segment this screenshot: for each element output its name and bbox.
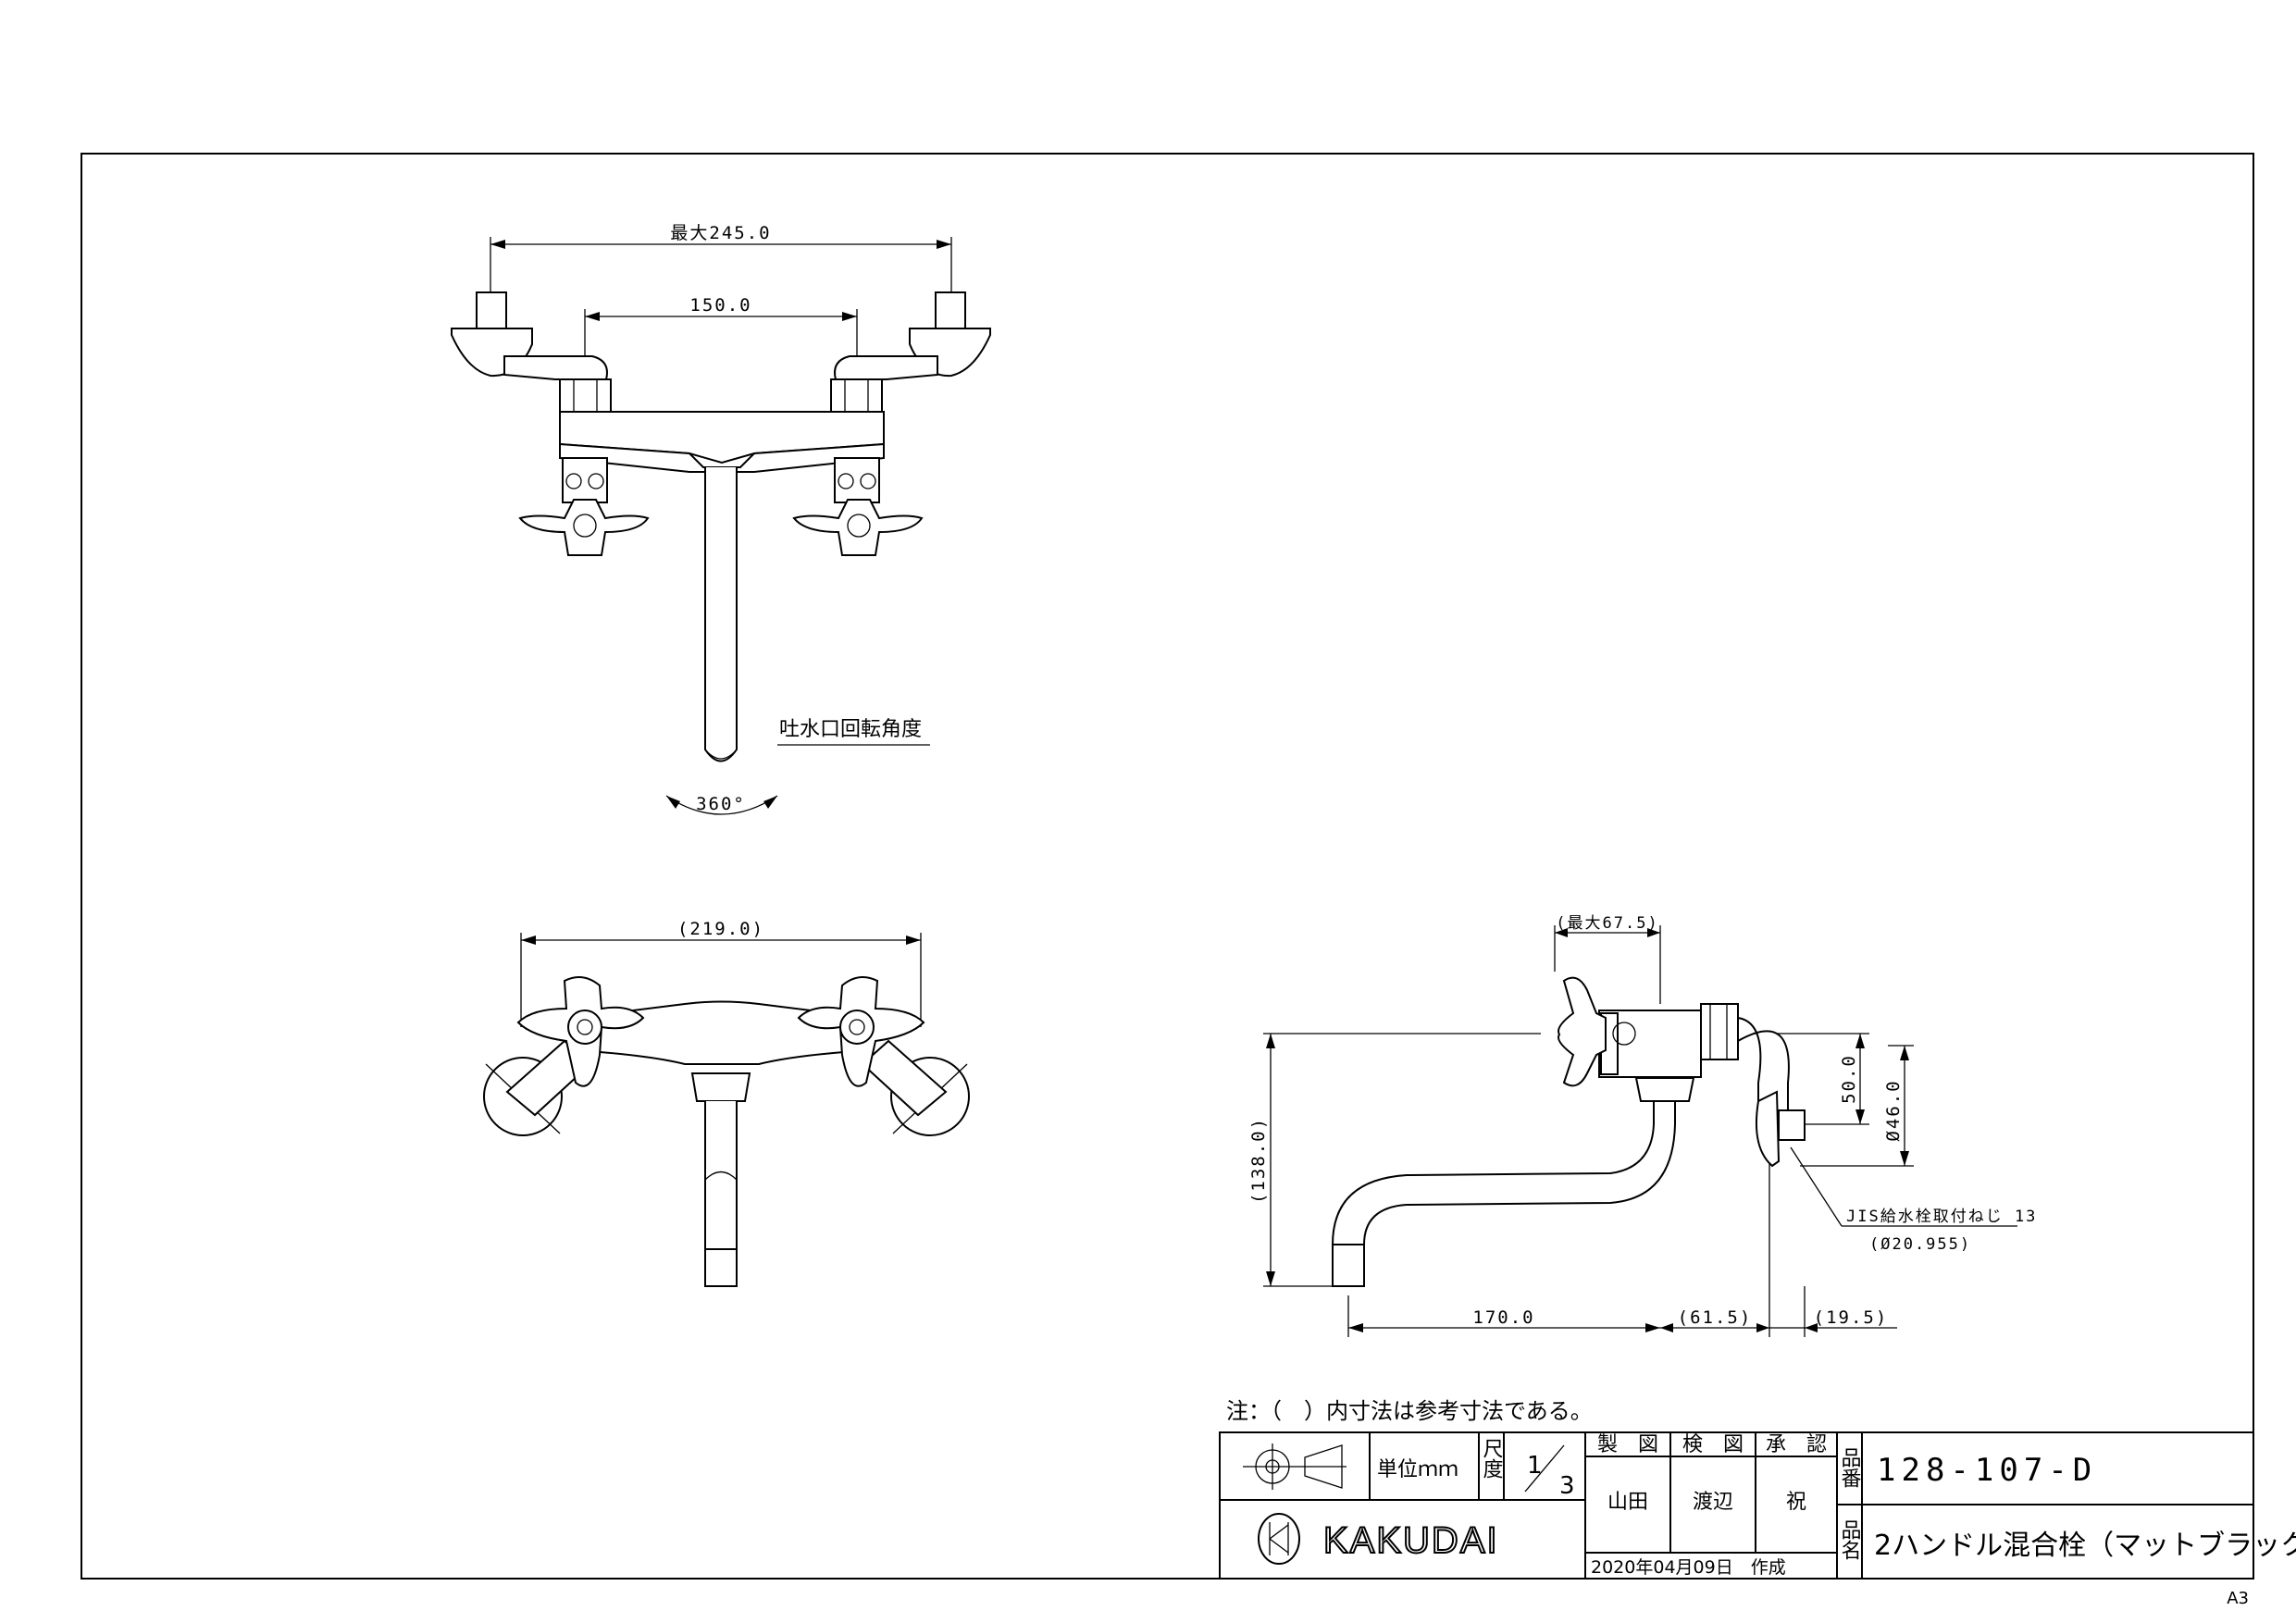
scale-denominator: 3 (1559, 1472, 1575, 1500)
thread-spec: JIS給水栓取付ねじ 13 (1846, 1208, 2037, 1226)
dim-max-width: 最大245.0 (670, 223, 771, 243)
front-view: (219.0) (483, 919, 970, 1287)
header-check: 検 図 (1682, 1433, 1744, 1456)
kakudai-logo: KAKUDAI (1258, 1513, 1499, 1565)
dim-wall: (19.5) (1814, 1307, 1889, 1328)
top-view: 最大245.0 150.0 (451, 223, 991, 815)
product-label: 品名 (1838, 1519, 1861, 1560)
unit-label: 単位ｍｍ (1377, 1458, 1458, 1481)
name-check: 渡辺 (1693, 1491, 1733, 1514)
side-view: (最大67.5) (138.0) 170.0 (61.5) (19.5) 50.… (1248, 914, 2037, 1337)
name-draft: 山田 (1607, 1491, 1648, 1514)
part-number: 128-107-D (1877, 1452, 2097, 1489)
brand-name: KAKUDAI (1323, 1520, 1499, 1561)
dim-offset: (61.5) (1678, 1307, 1753, 1328)
dim-plate-dia: Ø46.0 (1883, 1079, 1904, 1141)
part-no-label: 品番 (1838, 1447, 1862, 1488)
date-created: 2020年04月09日 作成 (1591, 1557, 1786, 1578)
rotation-angle: 360° (696, 794, 746, 814)
rotation-label: 吐水口回転角度 (779, 718, 922, 741)
name-approve: 祝 (1786, 1491, 1806, 1514)
reference-note: 注：（ ）内寸法は参考寸法である。 (1226, 1398, 1593, 1424)
thread-dia: (Ø20.955) (1869, 1235, 1971, 1254)
sheet-size: A3 (2227, 1589, 2249, 1608)
header-approve: 承 認 (1766, 1433, 1827, 1456)
dim-max-depth: (最大67.5) (1556, 914, 1658, 933)
dim-front-width: (219.0) (677, 919, 764, 939)
drawing-frame (81, 153, 2254, 1580)
dim-height: (138.0) (1248, 1117, 1269, 1204)
product-name: 2ハンドル混合栓（マットブラック） (1874, 1530, 2296, 1562)
dim-center: 150.0 (689, 295, 751, 316)
header-draft: 製 図 (1597, 1433, 1658, 1456)
dim-spout-reach: 170.0 (1472, 1307, 1534, 1328)
scale-numerator: 1 (1527, 1452, 1543, 1480)
scale-label: 尺度 (1480, 1438, 1504, 1479)
dim-center-height: 50.0 (1839, 1054, 1859, 1104)
title-block: 単位ｍｍ 尺度 1 3 製 図 検 図 承 認 山田 渡辺 祝 2020年04月… (1219, 1431, 2296, 1580)
